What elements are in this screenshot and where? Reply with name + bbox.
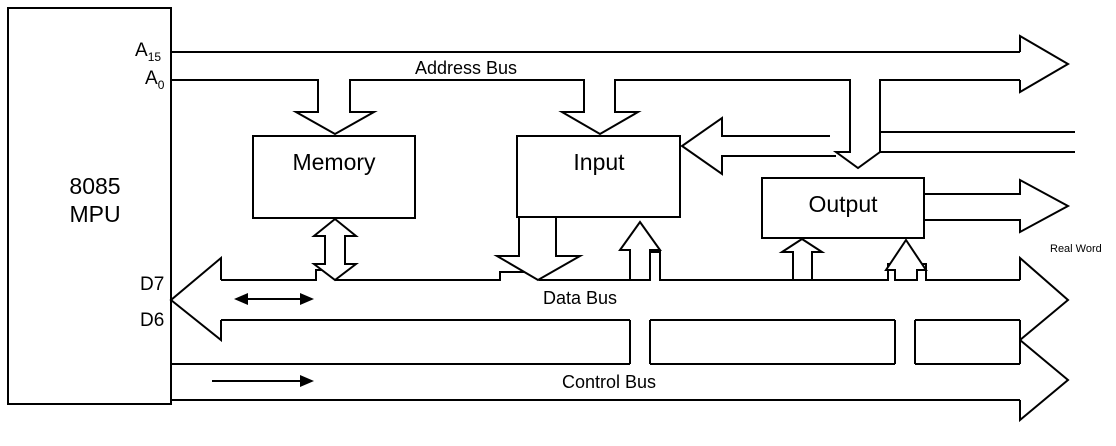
control-bus-label: Control Bus: [562, 372, 656, 392]
data-bus-to-input-arrow: [618, 220, 662, 281]
output-block: Output: [761, 177, 925, 239]
data-bus-to-output-arrow: [778, 237, 826, 281]
address-bus: Address Bus: [171, 34, 1075, 170]
memory-data-bus-double-arrow: [311, 217, 359, 282]
input-box: [516, 135, 681, 218]
data-bus: Data Bus: [169, 247, 1070, 343]
address-to-input-arrow: [680, 116, 836, 176]
pin-d7-label: D7: [140, 274, 164, 295]
bidirectional-indicator-right-head: [300, 293, 314, 305]
bidirectional-indicator-left-head: [234, 293, 248, 305]
control-direction-indicator-head: [300, 375, 314, 387]
input-to-data-bus-arrow: [493, 216, 584, 282]
input-label: Input: [573, 149, 625, 175]
control-to-output-arrow: [884, 238, 928, 281]
memory-box: [252, 135, 416, 219]
address-bus-label: Address Bus: [415, 58, 517, 78]
mpu-label-line1: 8085: [69, 173, 120, 199]
output-to-real-world-arrow: [924, 178, 1071, 234]
control-bus-arrowhead: [1019, 337, 1070, 423]
address-bus-arrowhead: [1019, 34, 1070, 94]
output-box: [761, 177, 925, 239]
bidirectional-indicator: [234, 293, 314, 305]
address-bus-bottom-line: [171, 79, 1020, 170]
mpu-label-line2: MPU: [69, 201, 120, 227]
pin-d6-label: D6: [140, 310, 164, 331]
real-world-label: Real Word: [1050, 243, 1102, 255]
input-block: Input: [516, 135, 681, 218]
control-direction-indicator: [212, 375, 314, 387]
mpu-box: [7, 7, 172, 405]
mpu-block: 8085 MPU: [7, 7, 172, 405]
memory-label: Memory: [292, 149, 376, 175]
pin-labels: A15 A0 D7 D6: [135, 40, 165, 331]
pin-a0-label: A0: [145, 68, 165, 92]
data-bus-right-arrowhead: [1019, 255, 1070, 343]
pin-a15-label: A15: [135, 40, 161, 64]
output-label: Output: [808, 191, 878, 217]
control-bus: Control Bus: [171, 320, 1070, 423]
data-bus-label: Data Bus: [543, 288, 617, 308]
memory-block: Memory: [252, 135, 416, 219]
data-bus-left-arrowhead: [169, 255, 222, 343]
